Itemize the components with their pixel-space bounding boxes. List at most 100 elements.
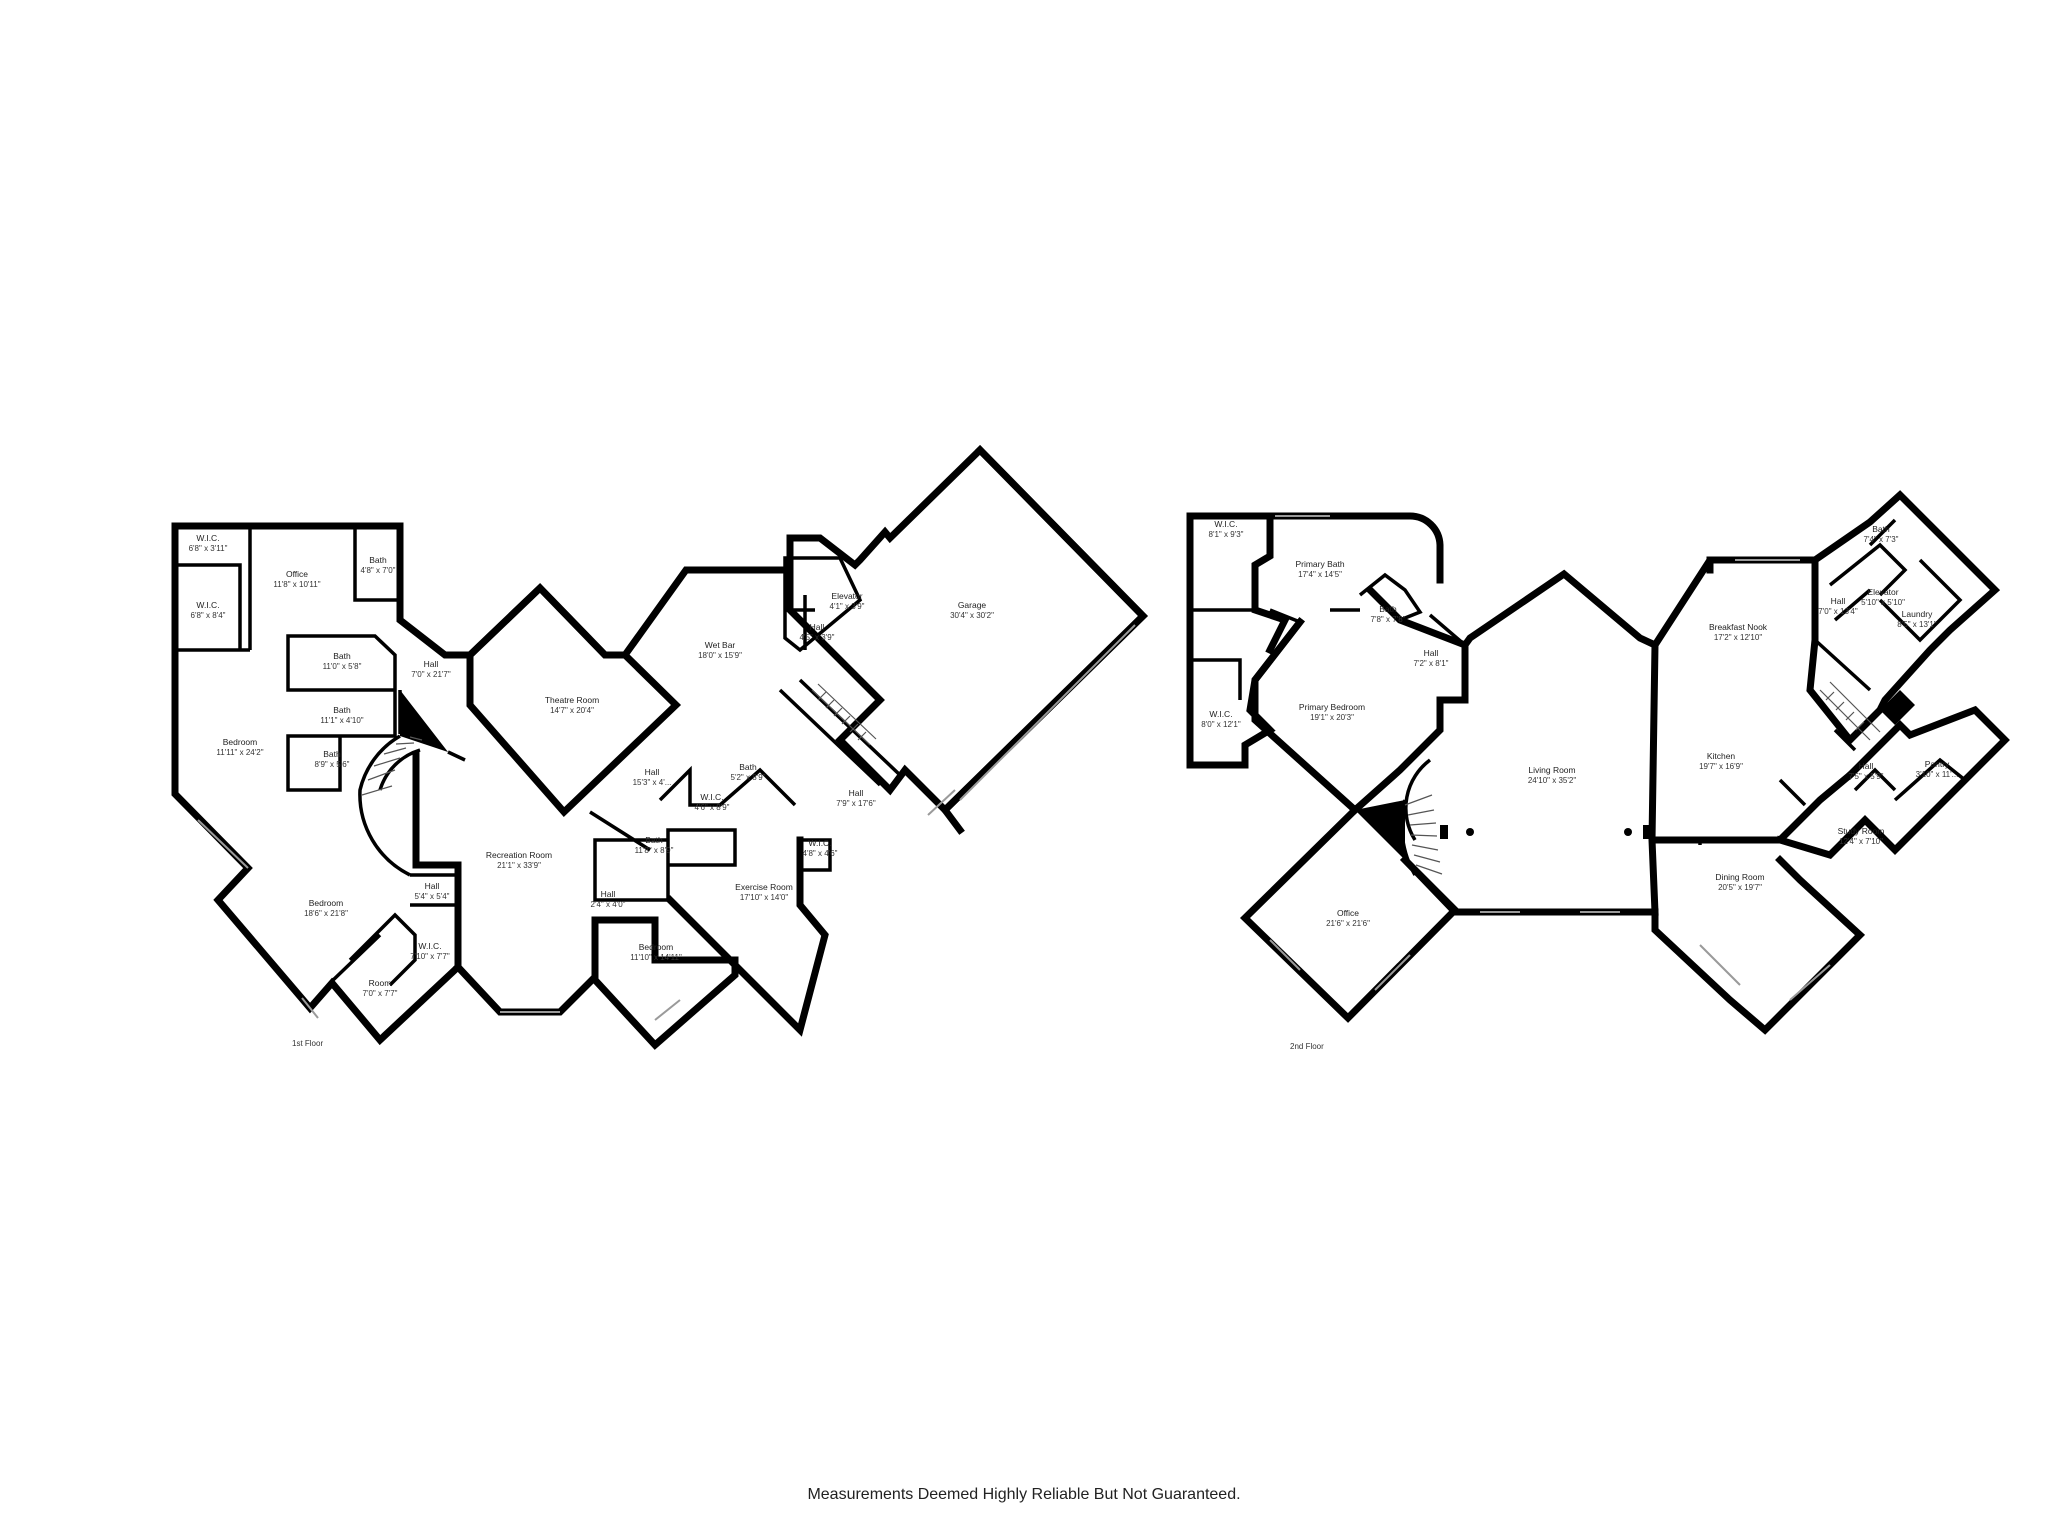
room-name: Hall [425,881,440,891]
room-dimensions: 7'4" x 7'3" [1864,535,1899,544]
room-dimensions: 7'2" x 8'1" [1414,659,1449,668]
second-floor-east-interior-walls [1698,518,1967,845]
room-name: Dining Room [1715,872,1764,882]
room-name: Room [369,978,392,988]
room-name: Bath [369,555,387,565]
room-name: Elevator [831,591,862,601]
first-floor-spiral-stairs [358,690,466,877]
room-dimensions: 24'10" x 35'2" [1528,776,1576,785]
room-dimensions: 18'6" x 21'8" [304,909,348,918]
room-label-wic-1b: W.I.C.6'8" x 8'4" [191,600,226,620]
pantry-study-walls [1775,705,2010,859]
room-dimensions: 4'8" x 7'0" [361,566,396,575]
room-dimensions: 8'0" x 12'1" [1201,720,1241,729]
room-dimensions: 8'1" x 9'3" [1209,530,1244,539]
room-name: Wet Bar [705,640,736,650]
pillar-marker [1643,825,1651,839]
room-name: Breakfast Nook [1709,622,1768,632]
room-dimensions: 21'6" x 21'6" [1326,919,1370,928]
room-dimensions: 7'8" x 7'8" [1371,615,1406,624]
room-dimensions: 6'8" x 3'11" [189,544,228,553]
room-name: Kitchen [1707,751,1736,761]
room-label-wic-1e: W.I.C.7'10" x 7'7" [410,941,450,961]
room-dimensions: 15'3" x 4'... [633,778,672,787]
second-floor-spiral-stairs [1355,758,1443,876]
room-dimensions: 7'0" x 7'7" [363,989,398,998]
second-floor-windows [1269,515,1831,1001]
room-name: Bath [1872,524,1890,534]
room-name: Hall [1859,761,1874,771]
room-dimensions: 17'2" x 12'10" [1714,633,1762,642]
room-name: Hall [810,622,825,632]
fireplace-marker [1440,825,1448,839]
room-name: Hall [645,767,660,777]
room-dimensions: 8'9" x 5'6" [315,760,350,769]
room-name: Study Room [1838,826,1885,836]
room-dimensions: 11'10" x 14'11" [630,953,682,962]
room-dimensions: 11'0" x 5'8" [323,662,362,671]
room-name: Bath [323,749,341,759]
second-floor-label: 2nd Floor [1290,1042,1324,1051]
room-name: Primary Bedroom [1299,702,1365,712]
room-dimensions: 5'4" x 5'4" [415,892,450,901]
room-dimensions: 4'6" x 8'9" [695,803,730,812]
room-dimensions: 4'1" x 3'9" [830,602,865,611]
room-label-wic-1c: W.I.C.4'6" x 8'9" [695,792,730,812]
room-dimensions: 7'5" x 5'9" [1849,772,1884,781]
room-name: W.I.C. [196,600,219,610]
room-name: W.I.C. [808,838,831,848]
room-dimensions: 2'4" x 4'0" [591,900,626,909]
garage-walls [786,445,1148,815]
room-dimensions: 19'7" x 16'9" [1699,762,1743,771]
theatre-room-walls [466,583,682,818]
room-dimensions: 7'9" x 17'6" [836,799,876,808]
room-name: W.I.C. [700,792,723,802]
second-floor-bath-hall-walls [1190,572,1467,730]
room-name: Laundry [1902,609,1933,619]
room-dimensions: 17'4" x 14'5" [1298,570,1342,579]
southeast-bedroom-walls [590,916,739,1050]
first-floor-label: 1st Floor [292,1039,323,1048]
room-name: Garage [958,600,987,610]
room-label-wic-1d: W.I.C.4'8" x 4'6" [803,838,838,858]
room-name: Theatre Room [545,695,599,705]
room-name: Office [1337,908,1359,918]
room-label-wic-1a: W.I.C.6'8" x 3'11" [189,533,228,553]
room-dimensions: 6'8" x 8'4" [191,611,226,620]
room-name: Bedroom [223,737,258,747]
room-name: Hall [849,788,864,798]
room-dimensions: 4'8" x 4'6" [803,849,838,858]
room-name: Bath [333,651,351,661]
room-dimensions: 21'1" x 33'9" [497,861,541,870]
garage-stairs [811,683,877,746]
